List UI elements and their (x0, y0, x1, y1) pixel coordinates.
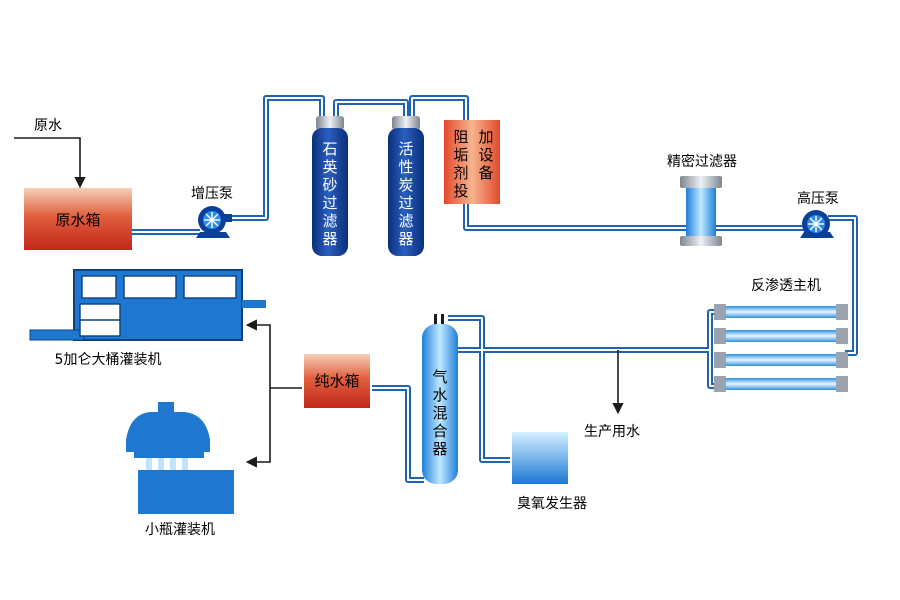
pipe-mixer-to-pure-tank (372, 385, 424, 483)
barrel-filler-label: 5加仑大桶灌装机 (55, 352, 162, 368)
flow-arrows (14, 137, 624, 468)
svg-text:过: 过 (398, 194, 413, 212)
svg-text:阻: 阻 (453, 128, 468, 146)
pure-water-tank-label: 纯水箱 (314, 372, 359, 390)
pure-water-tank: 纯水箱 (304, 354, 370, 408)
raw-water-tank-label: 原水箱 (55, 211, 100, 229)
svg-text:砂: 砂 (322, 176, 337, 194)
svg-text:炭: 炭 (398, 176, 413, 194)
svg-text:石: 石 (322, 140, 337, 158)
quartz-sand-filter: 石 英 砂 过 滤 器 (312, 116, 348, 256)
svg-text:滤: 滤 (398, 212, 413, 230)
raw-water-tank: 原水箱 (24, 188, 132, 250)
svg-text:性: 性 (398, 158, 413, 176)
reverse-osmosis-unit (714, 304, 848, 392)
pipe-quartz-to-carbon (333, 99, 409, 118)
raw-water-inlet-label: 原水 (34, 118, 62, 134)
high-pressure-pump-label: 高压泵 (797, 190, 839, 207)
ozone-generator-label: 臭氧发生器 (517, 496, 587, 512)
svg-text:英: 英 (322, 158, 337, 176)
pipe-pump-to-quartz (226, 95, 325, 221)
svg-text:设: 设 (478, 146, 493, 164)
antiscalant-dosing-unit: 加 设 备 阻 垢 剂 投 (444, 120, 500, 204)
activated-carbon-filter: 活 性 炭 过 滤 器 (388, 116, 424, 256)
svg-text:活: 活 (398, 140, 413, 158)
pipe-ro-manifold (707, 309, 724, 389)
booster-pump-label: 增压泵 (191, 186, 233, 202)
impeller-icon (808, 216, 824, 232)
production-water-label: 生产用水 (584, 424, 640, 440)
bottle-filler-label: 小瓶灌装机 (145, 522, 215, 538)
svg-text:过: 过 (322, 194, 337, 212)
svg-text:混: 混 (432, 404, 447, 422)
precision-filter (680, 176, 722, 246)
svg-text:剂: 剂 (453, 164, 468, 182)
pipes (132, 95, 858, 483)
svg-text:投: 投 (453, 182, 468, 200)
arrow-raw-water-in (14, 137, 86, 189)
svg-text:备: 备 (478, 164, 493, 182)
bottle-filling-machine (126, 402, 234, 514)
precision-filter-label: 精密过滤器 (667, 153, 737, 170)
ozone-generator (512, 432, 568, 484)
svg-text:加: 加 (478, 128, 493, 146)
impeller-icon (204, 212, 220, 228)
svg-text:垢: 垢 (453, 146, 468, 164)
arrow-to-barrel-filler (245, 319, 302, 389)
arrow-to-bottle-filler (245, 388, 271, 468)
svg-text:器: 器 (432, 440, 447, 458)
barrel-filling-machine (29, 269, 266, 341)
svg-text:滤: 滤 (322, 212, 337, 230)
gas-water-mixer: 气 水 混 合 器 (422, 314, 458, 484)
ro-unit-label: 反渗透主机 (751, 278, 821, 294)
high-pressure-pump (800, 210, 834, 238)
svg-text:器: 器 (398, 230, 413, 248)
svg-text:器: 器 (322, 230, 337, 248)
svg-text:水: 水 (432, 386, 447, 404)
booster-pump (196, 206, 232, 238)
svg-text:合: 合 (432, 422, 447, 440)
svg-text:气: 气 (432, 368, 447, 386)
